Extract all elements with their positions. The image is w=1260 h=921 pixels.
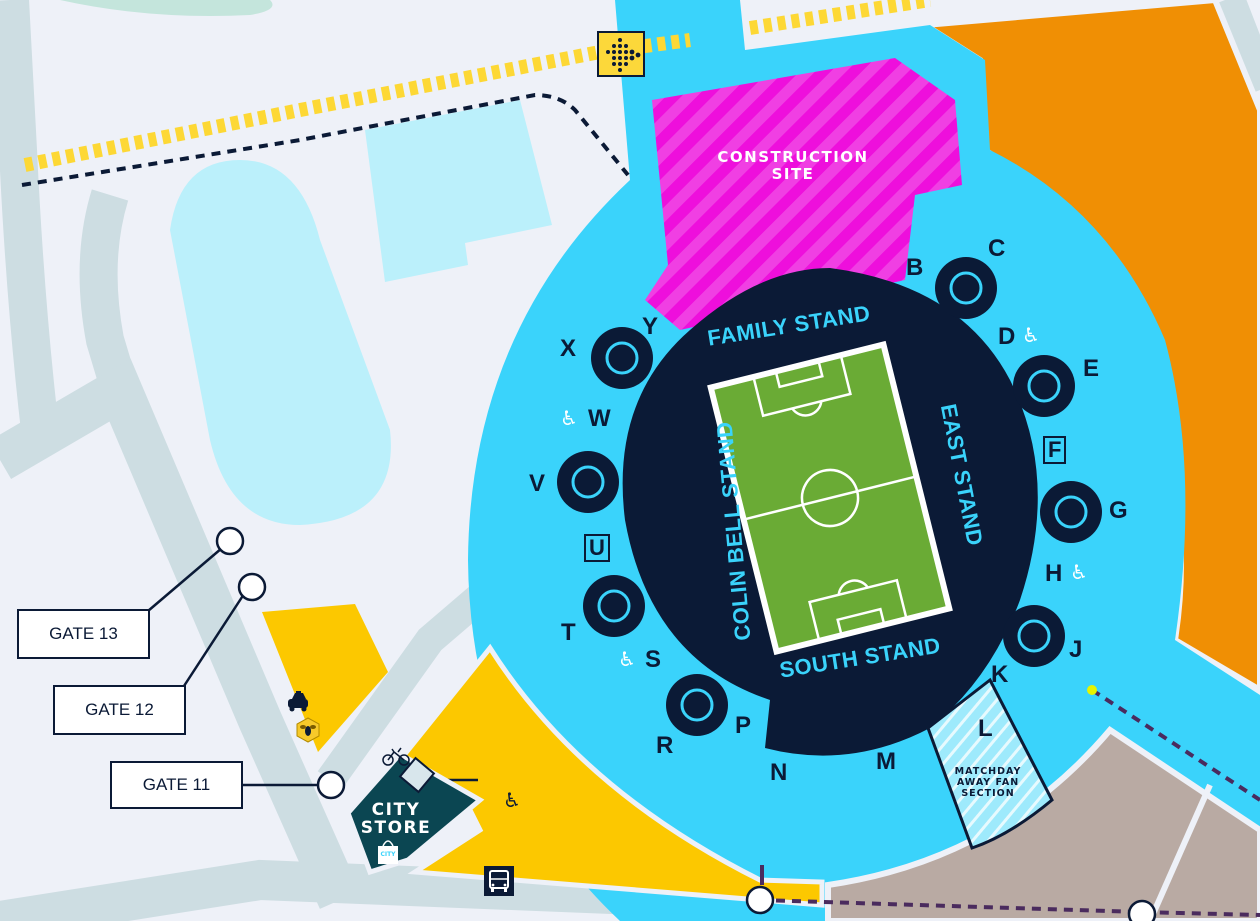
- wheelchair-icon: ♿: [560, 406, 578, 430]
- pale-building: [365, 100, 552, 282]
- gate-13-marker[interactable]: [215, 526, 245, 556]
- gate-11-marker[interactable]: [316, 770, 346, 800]
- entrance-d[interactable]: D: [998, 323, 1016, 350]
- park-area: [60, 0, 273, 16]
- gate-12-label[interactable]: GATE 12: [53, 685, 186, 735]
- construction-site-label: CONSTRUCTION SITE: [717, 148, 869, 184]
- wheelchair-icon: ♿: [1070, 560, 1088, 584]
- entrance-v[interactable]: V: [529, 470, 546, 497]
- yellow-zone-small: [262, 604, 388, 752]
- entrance-j[interactable]: J: [1069, 636, 1083, 663]
- bee-icon: [296, 717, 320, 743]
- away-fan-section-label: MATCHDAY AWAY FAN SECTION: [954, 766, 1022, 799]
- bike-icon[interactable]: [382, 747, 410, 766]
- entrance-r[interactable]: R: [656, 732, 674, 759]
- bus-icon[interactable]: [484, 866, 514, 896]
- entrance-w[interactable]: W: [588, 405, 611, 432]
- entrance-l[interactable]: L: [978, 715, 993, 742]
- construction-site: [645, 58, 962, 330]
- entrance-e[interactable]: E: [1083, 355, 1100, 382]
- football-pitch: [707, 340, 953, 656]
- shopping-bag-icon: [378, 840, 398, 864]
- route-east: [1090, 688, 1260, 802]
- city-store-label[interactable]: CITY STORE: [360, 800, 432, 838]
- entrance-n[interactable]: N: [770, 759, 788, 786]
- entrance-m[interactable]: M: [876, 748, 896, 775]
- training-pitch: [170, 160, 391, 525]
- walking-route: [21, 92, 630, 187]
- location-dot: [1087, 685, 1097, 695]
- entrance-f[interactable]: F: [1043, 436, 1067, 464]
- taxi-icon[interactable]: [288, 691, 308, 712]
- gate-13-label[interactable]: GATE 13: [17, 609, 150, 659]
- entrance-g[interactable]: G: [1109, 497, 1128, 524]
- tram-stop-icon[interactable]: [597, 31, 645, 77]
- wheelchair-icon: ♿: [503, 788, 521, 812]
- entrance-s[interactable]: S: [645, 646, 662, 673]
- entrance-y[interactable]: Y: [642, 313, 659, 340]
- entrance-u[interactable]: U: [584, 534, 610, 562]
- entrance-b[interactable]: B: [906, 254, 924, 281]
- entrance-c[interactable]: C: [988, 235, 1006, 262]
- away-fan-section: [926, 677, 1054, 850]
- entrance-k[interactable]: K: [991, 661, 1009, 688]
- entrance-x[interactable]: X: [560, 335, 577, 362]
- entrance-towers: [557, 257, 1102, 736]
- south-route-marker[interactable]: [745, 885, 775, 915]
- gate-12-marker[interactable]: [237, 572, 267, 602]
- southeast-route-marker[interactable]: [1127, 899, 1157, 921]
- wheelchair-icon: ♿: [618, 647, 636, 671]
- entrance-h[interactable]: H: [1045, 560, 1063, 587]
- gate-11-label[interactable]: GATE 11: [110, 761, 243, 809]
- entrance-p[interactable]: P: [735, 712, 752, 739]
- entrance-t[interactable]: T: [561, 619, 576, 646]
- city-bag-label: CITY: [380, 851, 396, 858]
- wheelchair-icon: ♿: [1022, 323, 1040, 347]
